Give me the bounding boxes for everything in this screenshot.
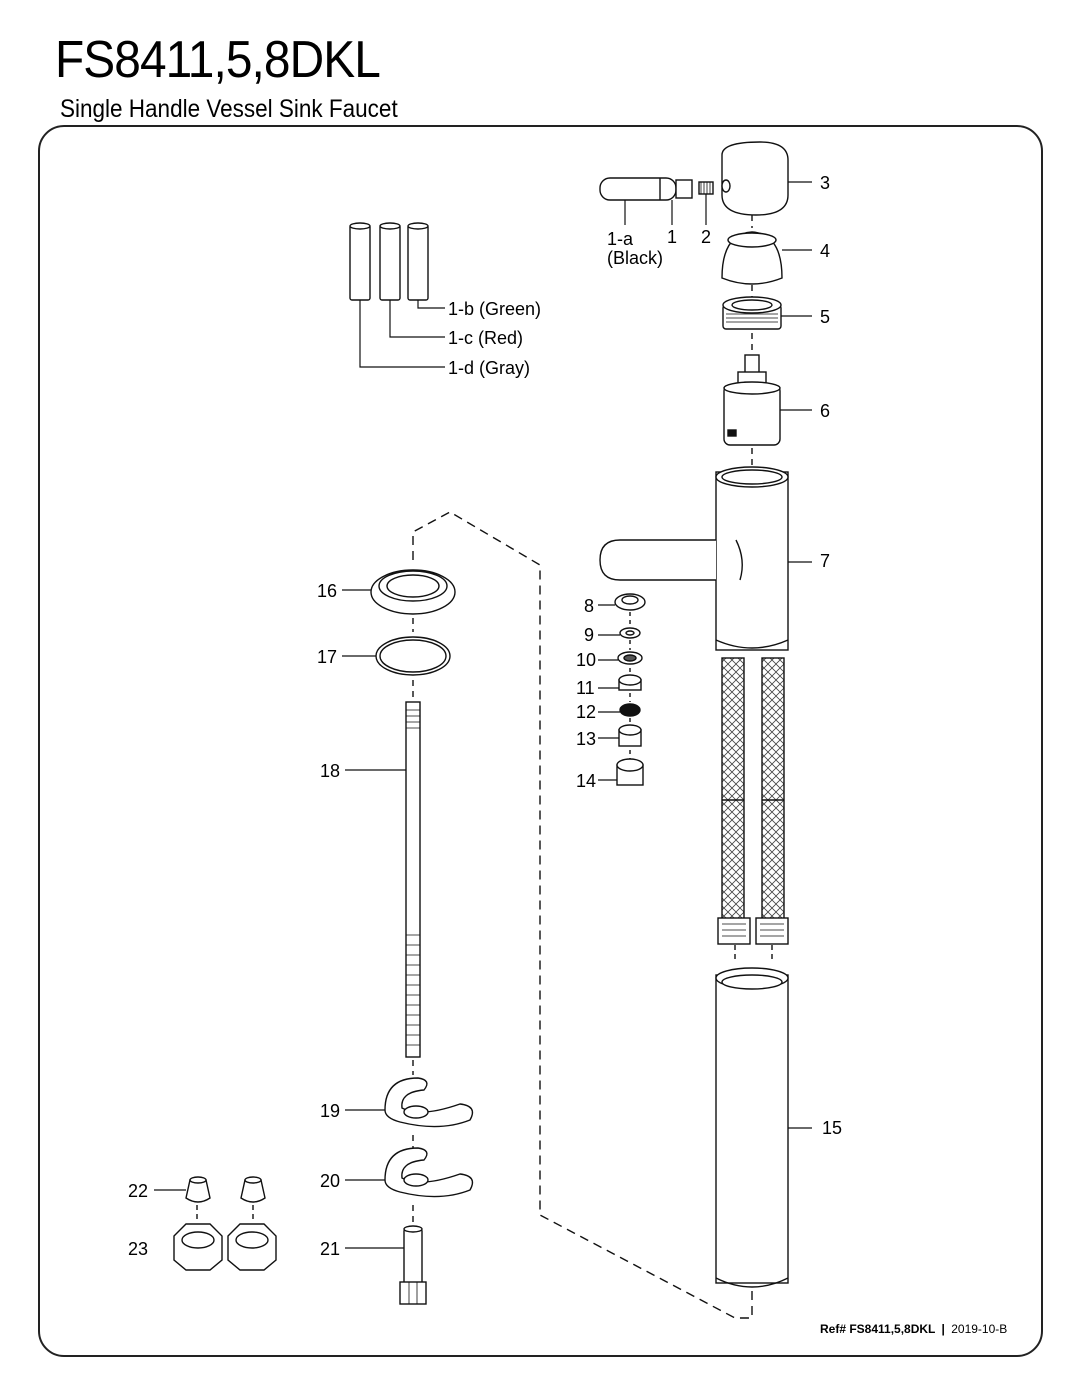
compression-nut-part-23 bbox=[173, 1223, 277, 1271]
callout-18: 18 bbox=[320, 761, 340, 781]
callout-16: 16 bbox=[317, 581, 337, 601]
reference-footer: Ref# FS8411,5,8DKL | 2019-10-B bbox=[820, 1322, 1007, 1336]
handle-body-part-3 bbox=[721, 141, 789, 216]
page-subtitle: Single Handle Vessel Sink Faucet bbox=[60, 95, 398, 123]
mounting-ring-part-16 bbox=[370, 569, 456, 615]
page-title: FS8411,5,8DKL bbox=[55, 31, 381, 89]
ref-separator: | bbox=[941, 1322, 945, 1336]
handle-lever-part-1 bbox=[599, 177, 693, 201]
o-ring-part-17 bbox=[375, 636, 451, 676]
callout-4: 4 bbox=[820, 241, 830, 261]
callout-15: 15 bbox=[822, 1118, 842, 1138]
ref-number: Ref# FS8411,5,8DKL bbox=[820, 1322, 936, 1336]
bonnet-nut-part-5 bbox=[722, 296, 782, 330]
callout-11: 11 bbox=[576, 678, 595, 698]
callout-1: 1 bbox=[667, 227, 677, 247]
callout-20: 20 bbox=[320, 1171, 340, 1191]
callout-2: 2 bbox=[701, 227, 711, 247]
faucet-body-part-7 bbox=[599, 466, 789, 651]
dome-cover-part-4 bbox=[721, 231, 783, 285]
callout-10: 10 bbox=[576, 650, 596, 670]
ferrule-part-22 bbox=[185, 1176, 266, 1203]
callout-6: 6 bbox=[820, 401, 830, 421]
callout-17: 17 bbox=[317, 647, 337, 667]
threaded-rod-part-18 bbox=[405, 701, 421, 1058]
stud-nut-part-21 bbox=[399, 1225, 427, 1305]
supply-hoses bbox=[717, 657, 789, 945]
ref-revision: 2019-10-B bbox=[951, 1322, 1008, 1336]
callout-14: 14 bbox=[576, 771, 596, 791]
bracket-washer-part-20 bbox=[384, 1147, 474, 1198]
callout-19: 19 bbox=[320, 1101, 340, 1121]
cartridge-part-6 bbox=[723, 354, 781, 446]
callout-23: 23 bbox=[128, 1239, 148, 1259]
handle-inserts bbox=[349, 222, 429, 301]
callout-12: 12 bbox=[576, 702, 596, 722]
callout-13: 13 bbox=[576, 729, 596, 749]
callout-22: 22 bbox=[128, 1181, 148, 1201]
callout-1c: 1-c (Red) bbox=[448, 328, 523, 348]
callout-1b: 1-b (Green) bbox=[448, 299, 541, 319]
bracket-washer-part-19 bbox=[384, 1077, 474, 1128]
callout-8: 8 bbox=[584, 596, 594, 616]
callout-1a: 1-a bbox=[607, 229, 634, 249]
shank-cover-part-15 bbox=[715, 967, 789, 1288]
callout-9: 9 bbox=[584, 625, 594, 645]
aerator-parts bbox=[614, 593, 646, 786]
callout-7: 7 bbox=[820, 551, 830, 571]
diagram-frame bbox=[38, 125, 1043, 1357]
callout-3: 3 bbox=[820, 173, 830, 193]
callout-1a-note: (Black) bbox=[607, 248, 663, 268]
callout-21: 21 bbox=[320, 1239, 340, 1259]
callout-5: 5 bbox=[820, 307, 830, 327]
callout-1d: 1-d (Gray) bbox=[448, 358, 530, 378]
